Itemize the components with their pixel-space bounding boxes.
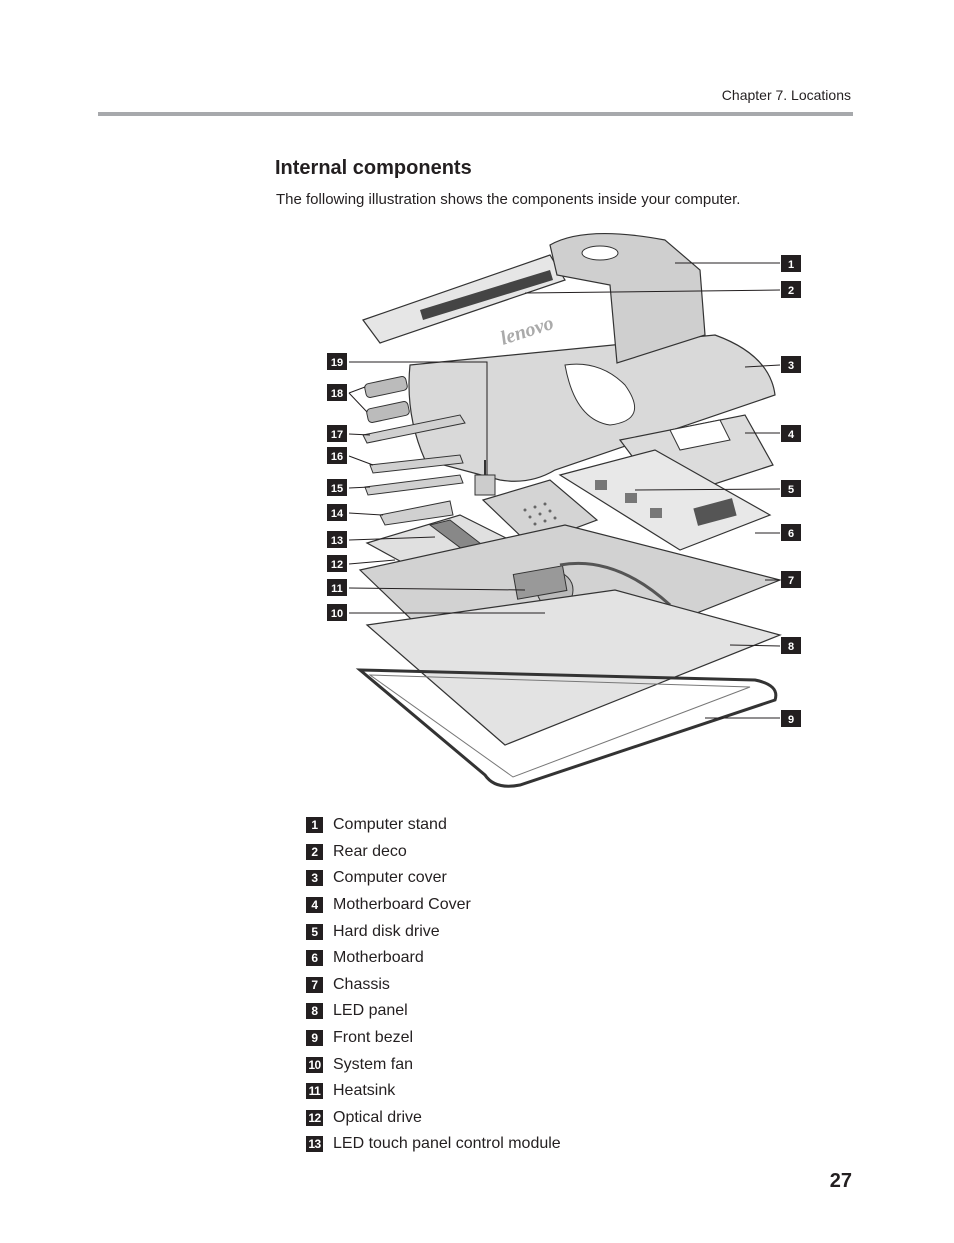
callout-7: 7 (781, 571, 801, 588)
callout-badges-left: 19 18 17 16 15 14 13 12 11 10 (327, 353, 347, 621)
legend-number-badge: 4 (306, 897, 323, 914)
legend-item: 12 Optical drive (306, 1105, 561, 1132)
legend-item: 1 Computer stand (306, 812, 561, 839)
legend-number-badge: 5 (306, 923, 323, 940)
callout-16: 16 (327, 447, 347, 464)
legend-label: Front bezel (333, 1029, 414, 1047)
legend-number-badge: 6 (306, 950, 323, 967)
legend-item: 7 Chassis (306, 972, 561, 999)
legend-item: 8 LED panel (306, 998, 561, 1025)
legend-item: 5 Hard disk drive (306, 918, 561, 945)
led-panel-part (365, 589, 782, 746)
chapter-header: Chapter 7. Locations (721, 87, 851, 103)
callout-12: 12 (327, 555, 347, 572)
exploded-view-illustration: lenovo (325, 225, 805, 795)
callout-15: 15 (327, 479, 347, 496)
callout-9: 9 (781, 710, 801, 727)
svg-text:4: 4 (788, 429, 795, 441)
callout-11: 11 (327, 579, 347, 596)
svg-text:13: 13 (331, 535, 343, 547)
legend-number-badge: 7 (306, 976, 323, 993)
callout-3: 3 (781, 356, 801, 373)
svg-text:5: 5 (788, 484, 794, 496)
svg-text:19: 19 (331, 357, 343, 369)
legend-label: LED panel (333, 1002, 408, 1020)
callout-17: 17 (327, 425, 347, 442)
legend-number-badge: 11 (306, 1083, 323, 1100)
callout-badges-right: 1 2 3 4 5 6 7 8 9 (781, 255, 801, 727)
svg-text:2: 2 (788, 285, 794, 297)
motherboard-part (558, 449, 772, 551)
svg-text:3: 3 (788, 360, 794, 372)
computer-stand-part (549, 232, 706, 364)
component-legend: 1 Computer stand 2 Rear deco 3 Computer cov… (306, 812, 561, 1158)
legend-label: Motherboard Cover (333, 896, 471, 914)
header-rule (98, 112, 853, 116)
legend-label: Hard disk drive (333, 922, 440, 940)
legend-number-badge: 2 (306, 843, 323, 860)
callout-6: 6 (781, 524, 801, 541)
svg-text:14: 14 (331, 508, 344, 520)
legend-item: 2 Rear deco (306, 839, 561, 866)
legend-number-badge: 1 (306, 817, 323, 834)
svg-text:16: 16 (331, 451, 343, 463)
legend-label: Motherboard (333, 949, 424, 967)
legend-label: Rear deco (333, 842, 407, 860)
callout-8: 8 (781, 637, 801, 654)
leader-lines-right (524, 262, 781, 719)
svg-text:17: 17 (331, 429, 343, 441)
svg-text:8: 8 (788, 641, 794, 653)
callout-19: 19 (327, 353, 347, 370)
legend-item: 13 LED touch panel control module (306, 1131, 561, 1158)
callout-14: 14 (327, 504, 347, 521)
legend-label: LED touch panel control module (333, 1135, 561, 1153)
callout-2: 2 (781, 281, 801, 298)
legend-item: 11 Heatsink (306, 1078, 561, 1105)
legend-number-badge: 13 (306, 1136, 323, 1153)
legend-label: Optical drive (333, 1108, 422, 1126)
callout-13: 13 (327, 531, 347, 548)
callout-10: 10 (327, 604, 347, 621)
legend-number-badge: 3 (306, 870, 323, 887)
svg-text:6: 6 (788, 528, 794, 540)
svg-text:15: 15 (331, 483, 343, 495)
exploded-view-svg: lenovo (327, 232, 801, 788)
svg-text:11: 11 (331, 583, 343, 595)
legend-item: 10 System fan (306, 1051, 561, 1078)
legend-number-badge: 8 (306, 1003, 323, 1020)
section-title: Internal components (275, 157, 472, 179)
svg-text:9: 9 (788, 714, 794, 726)
svg-text:10: 10 (331, 608, 343, 620)
legend-number-badge: 12 (306, 1109, 323, 1126)
callout-1: 1 (781, 255, 801, 272)
legend-label: Heatsink (333, 1082, 396, 1100)
rear-deco-part (362, 254, 566, 344)
callout-5: 5 (781, 480, 801, 497)
legend-number-badge: 10 (306, 1056, 323, 1073)
legend-label: Computer cover (333, 869, 447, 887)
section-intro: The following illustration shows the com… (276, 191, 741, 208)
svg-text:7: 7 (788, 575, 794, 587)
computer-cover-part: lenovo (408, 312, 776, 482)
callout-18: 18 (327, 384, 347, 401)
legend-item: 3 Computer cover (306, 865, 561, 892)
legend-number-badge: 9 (306, 1030, 323, 1047)
legend-label: System fan (333, 1055, 414, 1073)
page-number: 27 (829, 1170, 852, 1192)
brand-logo-text: lenovo (498, 312, 557, 350)
svg-text:1: 1 (788, 259, 794, 271)
legend-item: 6 Motherboard (306, 945, 561, 972)
front-bezel-part (355, 668, 778, 788)
legend-label: Chassis (333, 975, 390, 993)
legend-label: Computer stand (333, 816, 447, 834)
callout-4: 4 (781, 425, 801, 442)
svg-text:12: 12 (331, 559, 343, 571)
legend-item: 4 Motherboard Cover (306, 892, 561, 919)
leader-lines-left (348, 361, 545, 614)
small-parts-group (362, 376, 532, 584)
svg-text:18: 18 (331, 388, 343, 400)
legend-item: 9 Front bezel (306, 1025, 561, 1052)
